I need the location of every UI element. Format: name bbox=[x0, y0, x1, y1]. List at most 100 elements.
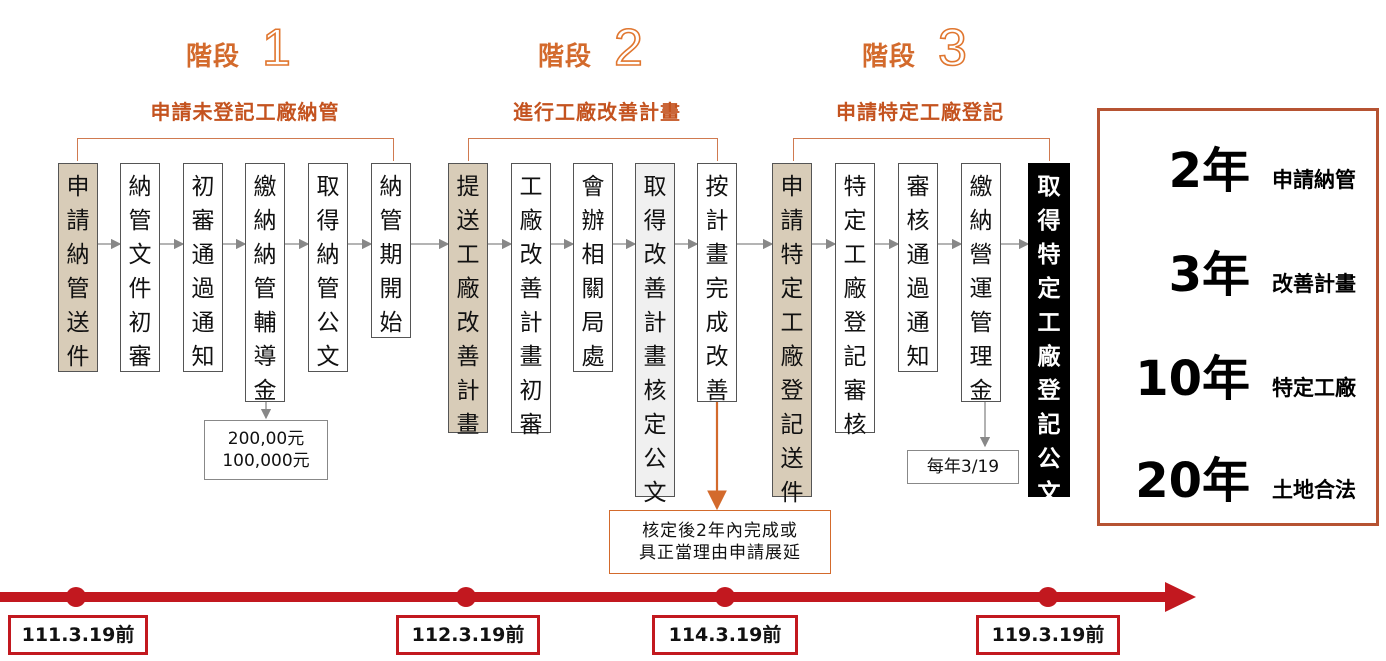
duration-summary: 2年 申請納管 3年 改善計畫 10年 特定工廠 20年 土地合法 bbox=[1097, 108, 1379, 526]
stage-number: 3 bbox=[937, 19, 968, 77]
step-char: 登 bbox=[1037, 378, 1061, 404]
step-char: 廠 bbox=[456, 276, 480, 302]
step-char: 申 bbox=[66, 174, 90, 200]
step-char: 處 bbox=[581, 344, 605, 370]
step-char: 管 bbox=[969, 310, 993, 336]
step-char: 工 bbox=[1037, 310, 1061, 336]
timeline-dot bbox=[456, 587, 476, 607]
step-char: 工 bbox=[780, 310, 804, 336]
summary-label: 改善計畫 bbox=[1272, 272, 1356, 296]
step-char: 過 bbox=[191, 276, 215, 302]
step-char: 定 bbox=[643, 412, 667, 438]
step-label: 申請特定工廠登記送件 bbox=[781, 170, 804, 510]
step-char: 審 bbox=[128, 344, 152, 370]
step-label: 審核通過通知 bbox=[907, 170, 930, 374]
step-char: 管 bbox=[379, 208, 403, 234]
step-char: 核 bbox=[843, 412, 867, 438]
step-char: 送 bbox=[66, 310, 90, 336]
step-char: 初 bbox=[128, 310, 152, 336]
stage-1-heading: 階段 1 bbox=[186, 19, 292, 77]
step-char: 記 bbox=[780, 412, 804, 438]
phase-2-bracket bbox=[468, 138, 718, 161]
step-label: 取得改善計畫核定公文 bbox=[644, 170, 667, 510]
step-char: 改 bbox=[519, 242, 543, 268]
step-char: 善 bbox=[519, 276, 543, 302]
fee-note: 200,00元 100,000元 bbox=[204, 420, 328, 480]
step-char: 繳 bbox=[969, 174, 993, 200]
step-char: 送 bbox=[456, 208, 480, 234]
step-char: 始 bbox=[379, 310, 403, 336]
timeline-date-1: 111.3.19前 bbox=[8, 615, 148, 655]
stage-label: 階段 bbox=[538, 42, 593, 72]
summary-label: 土地合法 bbox=[1272, 478, 1356, 502]
step-char: 辦 bbox=[581, 208, 605, 234]
step-label: 提送工廠改善計畫 bbox=[457, 170, 480, 442]
timeline-date-3: 114.3.19前 bbox=[652, 615, 798, 655]
summary-label: 特定工廠 bbox=[1272, 376, 1356, 400]
step-label: 取得特定工廠登記公文 bbox=[1038, 170, 1061, 510]
step-char: 通 bbox=[906, 242, 930, 268]
summary-years: 3年 bbox=[1168, 247, 1250, 303]
step-char: 得 bbox=[643, 208, 667, 234]
step-char: 通 bbox=[191, 310, 215, 336]
stage-2-heading: 階段 2 bbox=[538, 19, 644, 77]
step-char: 完 bbox=[705, 276, 729, 302]
step-char: 取 bbox=[316, 174, 340, 200]
step-char: 納 bbox=[66, 242, 90, 268]
step-label: 按計畫完成改善 bbox=[706, 170, 729, 408]
step-plan-approval-letter: 取得改善計畫核定公文 bbox=[635, 163, 675, 506]
step-char: 計 bbox=[519, 310, 543, 336]
summary-row: 20年 土地合法 bbox=[1135, 441, 1356, 511]
step-char: 件 bbox=[128, 276, 152, 302]
timeline-dot bbox=[1038, 587, 1058, 607]
step-char: 運 bbox=[969, 276, 993, 302]
step-char: 工 bbox=[519, 174, 543, 200]
fee-line-2: 100,000元 bbox=[222, 451, 310, 471]
summary-row: 2年 申請納管 bbox=[1169, 131, 1356, 201]
step-char: 件 bbox=[66, 344, 90, 370]
step-label: 納管文件初審 bbox=[129, 170, 152, 374]
step-char: 文 bbox=[316, 344, 340, 370]
step-char: 件 bbox=[780, 480, 804, 506]
step-char: 輔 bbox=[253, 310, 277, 336]
step-char: 會 bbox=[581, 174, 605, 200]
step-char: 按 bbox=[705, 174, 729, 200]
step-registration-review: 特定工廠登記審核 bbox=[835, 163, 875, 438]
summary-row: 3年 改善計畫 bbox=[1169, 235, 1356, 305]
step-char: 納 bbox=[253, 242, 277, 268]
step-char: 納 bbox=[128, 174, 152, 200]
step-char: 通 bbox=[191, 242, 215, 268]
step-char: 金 bbox=[969, 378, 993, 404]
step-char: 請 bbox=[780, 208, 804, 234]
timeline-arrowhead bbox=[1165, 582, 1196, 612]
step-char: 文 bbox=[643, 480, 667, 506]
phase-3-bracket bbox=[793, 138, 1050, 161]
summary-row: 10年 特定工廠 bbox=[1135, 339, 1356, 409]
summary-years: 20年 bbox=[1135, 453, 1250, 509]
step-char: 管 bbox=[253, 276, 277, 302]
step-pay-operation-fee: 繳納營運管理金 bbox=[961, 163, 1001, 404]
deadline-note: 核定後2年內完成或 具正當理由申請展延 bbox=[609, 510, 831, 574]
step-complete-improvement: 按計畫完成改善 bbox=[697, 163, 737, 404]
step-char: 畫 bbox=[705, 242, 729, 268]
step-char: 計 bbox=[705, 208, 729, 234]
step-char: 畫 bbox=[456, 412, 480, 438]
step-char: 改 bbox=[456, 310, 480, 336]
step-char: 公 bbox=[643, 446, 667, 472]
phase-1-bracket bbox=[77, 138, 394, 161]
phase-3-title: 申請特定工廠登記 bbox=[836, 100, 1004, 124]
step-char: 廠 bbox=[843, 276, 867, 302]
summary-years: 10年 bbox=[1135, 351, 1250, 407]
step-char: 畫 bbox=[643, 344, 667, 370]
step-document-review: 納管文件初審 bbox=[120, 163, 160, 372]
step-char: 善 bbox=[705, 378, 729, 404]
stage-number: 1 bbox=[261, 19, 292, 77]
stage-label: 階段 bbox=[186, 42, 241, 72]
step-char: 定 bbox=[1037, 276, 1061, 302]
stage-number: 2 bbox=[613, 19, 644, 77]
step-char: 期 bbox=[379, 242, 403, 268]
step-char: 審 bbox=[191, 208, 215, 234]
step-char: 善 bbox=[643, 276, 667, 302]
step-char: 管 bbox=[128, 208, 152, 234]
